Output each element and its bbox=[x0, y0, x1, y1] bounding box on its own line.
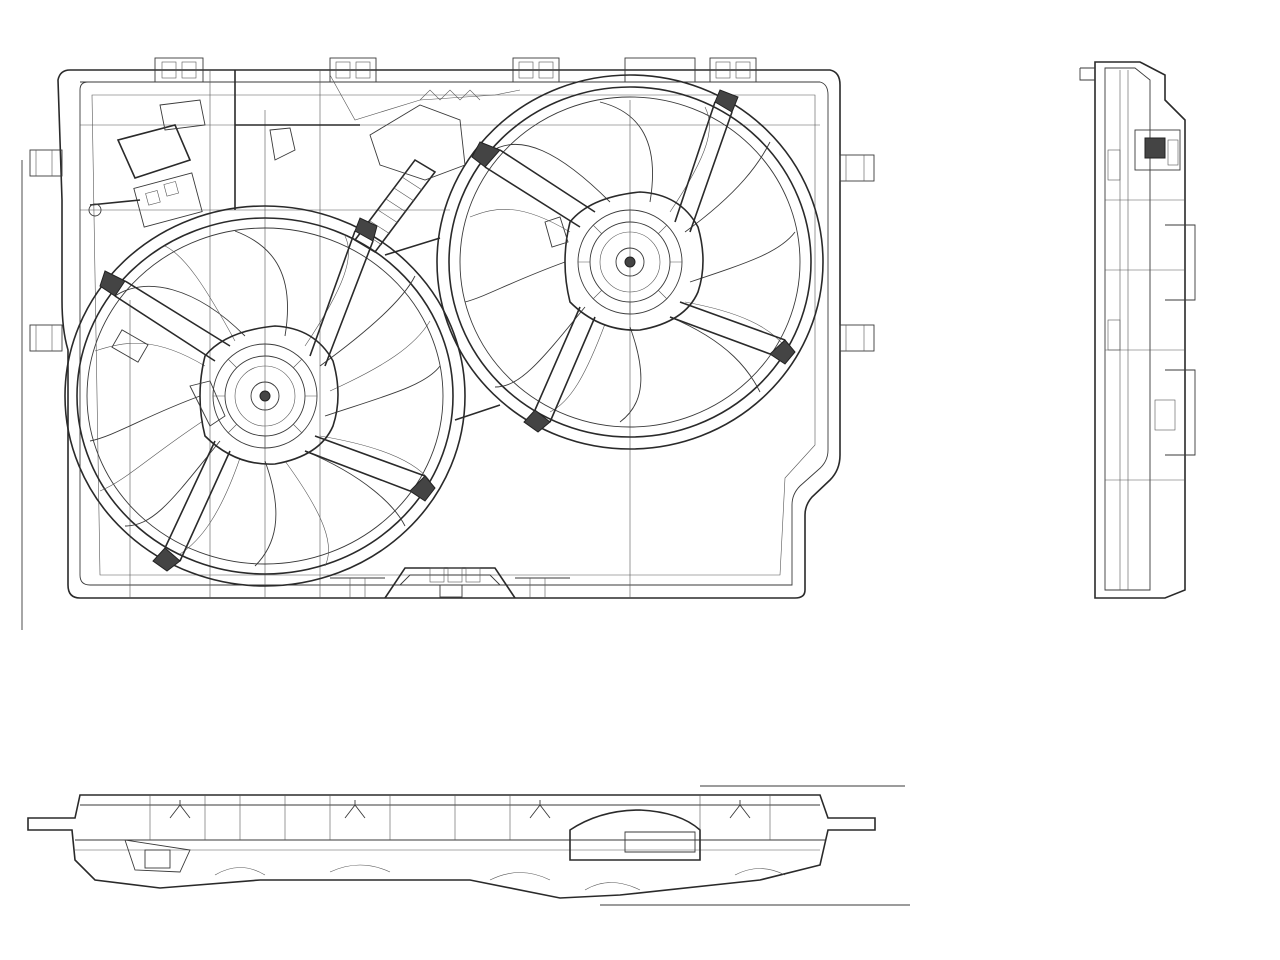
left-fan-hub bbox=[189, 325, 339, 465]
bottom-vent bbox=[330, 567, 570, 599]
left-fan-blades bbox=[89, 230, 441, 567]
left-fan-spokes bbox=[99, 217, 436, 572]
shroud-inner-frame-2 bbox=[91, 94, 816, 576]
wiring-connector bbox=[88, 99, 296, 228]
right-fan-hub bbox=[544, 191, 704, 331]
front-view bbox=[21, 57, 875, 630]
shroud-inner-frame bbox=[79, 81, 829, 586]
bottom-view-clips bbox=[169, 800, 751, 819]
bottom-view bbox=[27, 785, 910, 906]
right-fan bbox=[436, 74, 824, 450]
right-fan-blades bbox=[464, 101, 796, 423]
construction-lines bbox=[80, 70, 820, 598]
bottom-view-ribs bbox=[149, 795, 771, 840]
right-fan-spokes bbox=[471, 89, 796, 433]
left-fan bbox=[64, 205, 466, 587]
side-view bbox=[1079, 61, 1196, 599]
top-mounting-tabs bbox=[154, 57, 757, 83]
shroud-outer-frame bbox=[57, 69, 841, 599]
side-mounting-tabs bbox=[29, 149, 875, 352]
